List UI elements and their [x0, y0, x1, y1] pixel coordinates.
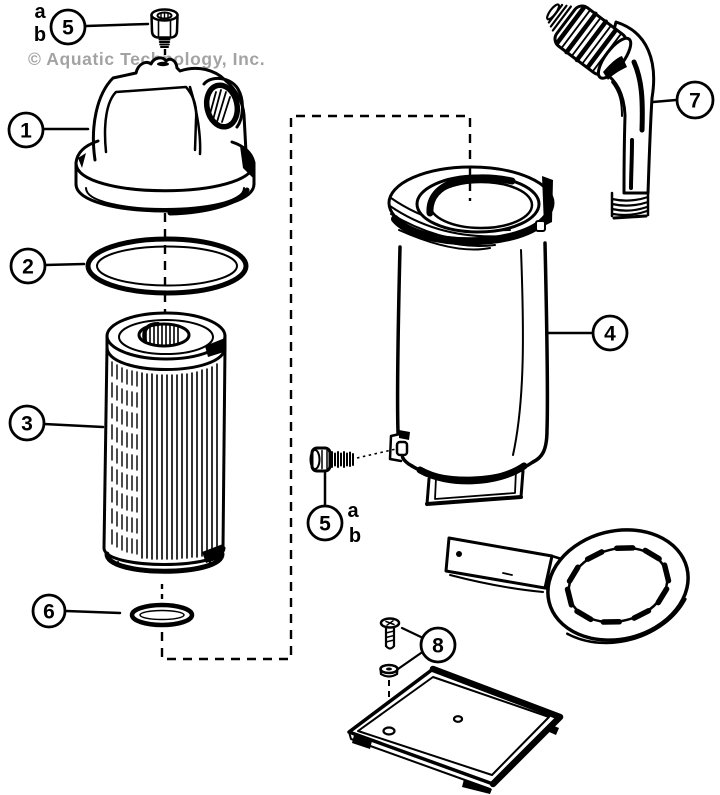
filter-cartridge [102, 311, 227, 574]
callout-4: 4 [546, 314, 629, 352]
dashed-assembly-route [160, 114, 472, 661]
callout-1: 1 [7, 111, 90, 149]
tank-small-oring [129, 602, 195, 628]
callout-7: 7 [651, 80, 715, 120]
wrench-ring [546, 528, 690, 645]
callout-number-4: 4 [604, 323, 616, 346]
callout-3: 3 [8, 404, 105, 442]
label-a-mid: a [347, 500, 359, 522]
callout-number-8: 8 [432, 635, 444, 658]
callout-2: 2 [9, 247, 86, 285]
filter-tank [387, 165, 555, 506]
elbow-fitting [546, 3, 656, 220]
callout-6: 6 [31, 593, 122, 629]
head-oring [85, 236, 249, 296]
callout-8: 8 [396, 626, 457, 671]
callout-5-mid: 5 a b [306, 471, 361, 547]
watermark-copyright: © Aquatic Technology, Inc. [28, 49, 265, 69]
callout-number-3: 3 [21, 413, 33, 436]
callout-number-5-mid: 5 [319, 513, 331, 536]
callout-number-7: 7 [689, 90, 701, 113]
mounting-plate [347, 665, 564, 794]
callout-number-2: 2 [22, 256, 34, 279]
plate-hardware [347, 617, 564, 794]
callout-number-5-top: 5 [62, 17, 74, 40]
callouts: a b 5 1 2 3 6 4 [7, 1, 715, 671]
label-a-top: a [34, 1, 46, 23]
socket-head-bolt-mid [309, 446, 397, 473]
callout-5-top: a b 5 [34, 1, 150, 46]
label-b-top: b [34, 24, 46, 46]
callout-number-1: 1 [20, 120, 32, 143]
socket-head-bolt-top [150, 8, 179, 48]
spanner-wrench [444, 528, 690, 645]
callout-number-6: 6 [43, 601, 55, 624]
label-b-mid: b [349, 525, 361, 547]
filter-head [74, 56, 256, 216]
dotted-bolt-to-tab [356, 448, 397, 459]
